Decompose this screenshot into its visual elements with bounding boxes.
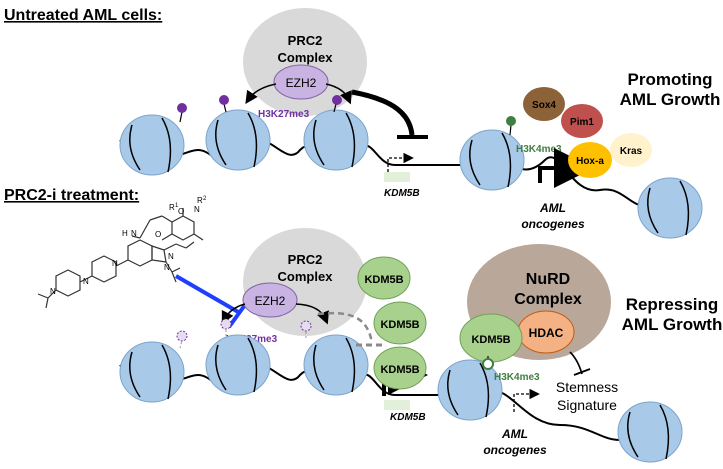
h3k27me3-top: H3K27me3 — [258, 109, 310, 120]
prc2-bottom-line1: PRC2 — [288, 252, 323, 267]
ezh2-label-bottom: EZH2 — [255, 294, 286, 308]
svg-text:N: N — [83, 277, 89, 286]
ezh2-label-top: EZH2 — [286, 76, 317, 90]
nurd-repression-line — [569, 351, 583, 375]
chromatin-fiber-top — [119, 139, 501, 166]
svg-text:O: O — [178, 207, 184, 216]
oncogene-kras: Kras — [610, 133, 652, 167]
kdm5b-protein-3: KDM5B — [373, 346, 427, 390]
nucleosome-bottom-5 — [617, 401, 683, 463]
bottom-panel-title: PRC2-i treatment: — [4, 187, 139, 204]
h3k4me3-top: H3K4me3 — [516, 144, 562, 155]
prc2-bottom-line2: Complex — [278, 269, 334, 284]
svg-text:Pim1: Pim1 — [570, 117, 594, 128]
methyl-mark-bottom-3 — [300, 320, 312, 338]
nucleosome-top-4 — [459, 129, 525, 191]
svg-text:Hox-a: Hox-a — [576, 156, 604, 167]
svg-text:Kras: Kras — [620, 146, 643, 157]
outcome-top-line1: Promoting — [628, 70, 713, 89]
oncogene-sox4: Sox4 — [523, 87, 565, 121]
top-panel-title: Untreated AML cells: — [4, 7, 162, 24]
nurd-label-line1: NuRD — [526, 271, 570, 288]
prc2-complex-top — [243, 8, 367, 116]
outcome-bottom-line1: Repressing — [626, 295, 719, 314]
nucleosome-bottom-3 — [303, 334, 369, 396]
active-mark-bottom — [482, 356, 494, 370]
svg-text:2: 2 — [203, 196, 207, 202]
inhibitor-atom-labels: R 1 O R 2 N O N N N N N H N — [50, 196, 207, 296]
methyl-mark-top-2 — [219, 95, 229, 113]
nucleosome-bottom-2 — [205, 334, 271, 396]
repression-arc-top — [351, 89, 415, 136]
kdm5b-protein-2: KDM5B — [373, 301, 427, 345]
repression-arc-bottom — [317, 311, 374, 344]
methyl-mark-top-3 — [332, 95, 342, 113]
methyl-mark-top-1 — [177, 103, 187, 123]
nucleosome-top-2 — [205, 109, 271, 171]
ezh2-arrow-left-bottom — [221, 303, 246, 325]
kdm5b-protein-1: KDM5B — [357, 256, 411, 300]
stemness-arrow — [513, 388, 540, 412]
ezh2-bottom — [242, 282, 298, 318]
kdm5b-gene-label-top: KDM5B — [384, 188, 420, 199]
oncogene-hoxa: Hox-a — [568, 142, 612, 178]
outcome-top-line2: AML Growth — [620, 90, 721, 109]
methyl-mark-bottom-2 — [220, 318, 232, 336]
svg-text:R: R — [197, 196, 203, 205]
ezh2-arrow-right — [325, 83, 352, 105]
outcome-bottom-line2: AML Growth — [622, 315, 723, 334]
ezh2-arrow-left — [245, 83, 277, 104]
svg-text:Sox4: Sox4 — [532, 100, 556, 111]
prc2-label-line1: PRC2 — [288, 33, 323, 48]
svg-text:N: N — [112, 259, 118, 268]
svg-text:KDM5B: KDM5B — [380, 319, 419, 331]
svg-text:O: O — [155, 230, 161, 239]
nucleosome-bottom-4 — [437, 359, 503, 421]
kdm5b-nurd-label: KDM5B — [471, 334, 510, 346]
svg-text:N: N — [50, 287, 56, 296]
nurd-repression-bar — [573, 368, 591, 376]
nucleosome-top-3 — [303, 109, 369, 171]
svg-text:1: 1 — [175, 203, 179, 209]
nucleosome-top-1 — [119, 114, 185, 176]
kdm5b-gene-box-bottom — [384, 400, 410, 410]
kdm5b-gene-label-bottom: KDM5B — [390, 412, 426, 423]
h3k4me3-bottom: H3K4me3 — [494, 372, 540, 383]
kdm5b-gene-box-top — [384, 172, 410, 182]
oncogene-activation-arrow-top — [538, 148, 594, 188]
nucleosome-bottom-1 — [119, 341, 185, 403]
svg-text:N: N — [194, 205, 200, 214]
aml-oncogenes-bottom-line1: AML — [501, 427, 528, 441]
svg-text:R: R — [169, 203, 175, 212]
aml-oncogenes-bottom-line2: oncogenes — [483, 443, 547, 457]
stemness-line1: Stemness — [556, 379, 618, 395]
inhibitor-line — [174, 274, 242, 315]
oncogene-pim1: Pim1 — [561, 104, 603, 138]
aml-oncogenes-top-line1: AML — [539, 201, 566, 215]
methyl-mark-bottom-1 — [176, 330, 188, 349]
active-mark-top — [506, 116, 516, 136]
hdac-label: HDAC — [529, 326, 564, 340]
prc2-label-line2: Complex — [278, 50, 334, 65]
svg-text:KDM5B: KDM5B — [380, 364, 419, 376]
svg-text:N: N — [164, 263, 170, 272]
svg-text:KDM5B: KDM5B — [364, 274, 403, 286]
ezh2-top — [273, 64, 329, 100]
prc2-inhibitor-structure — [37, 208, 204, 309]
nucleosome-top-5 — [637, 177, 703, 239]
svg-text:N: N — [131, 229, 137, 238]
svg-text:N: N — [168, 252, 174, 261]
aml-oncogenes-top-line2: oncogenes — [521, 217, 585, 231]
ezh2-arrow-right-bottom — [295, 303, 329, 325]
nurd-label-line2: Complex — [514, 291, 582, 308]
svg-text:H: H — [122, 229, 128, 238]
stemness-line2: Signature — [557, 397, 617, 413]
